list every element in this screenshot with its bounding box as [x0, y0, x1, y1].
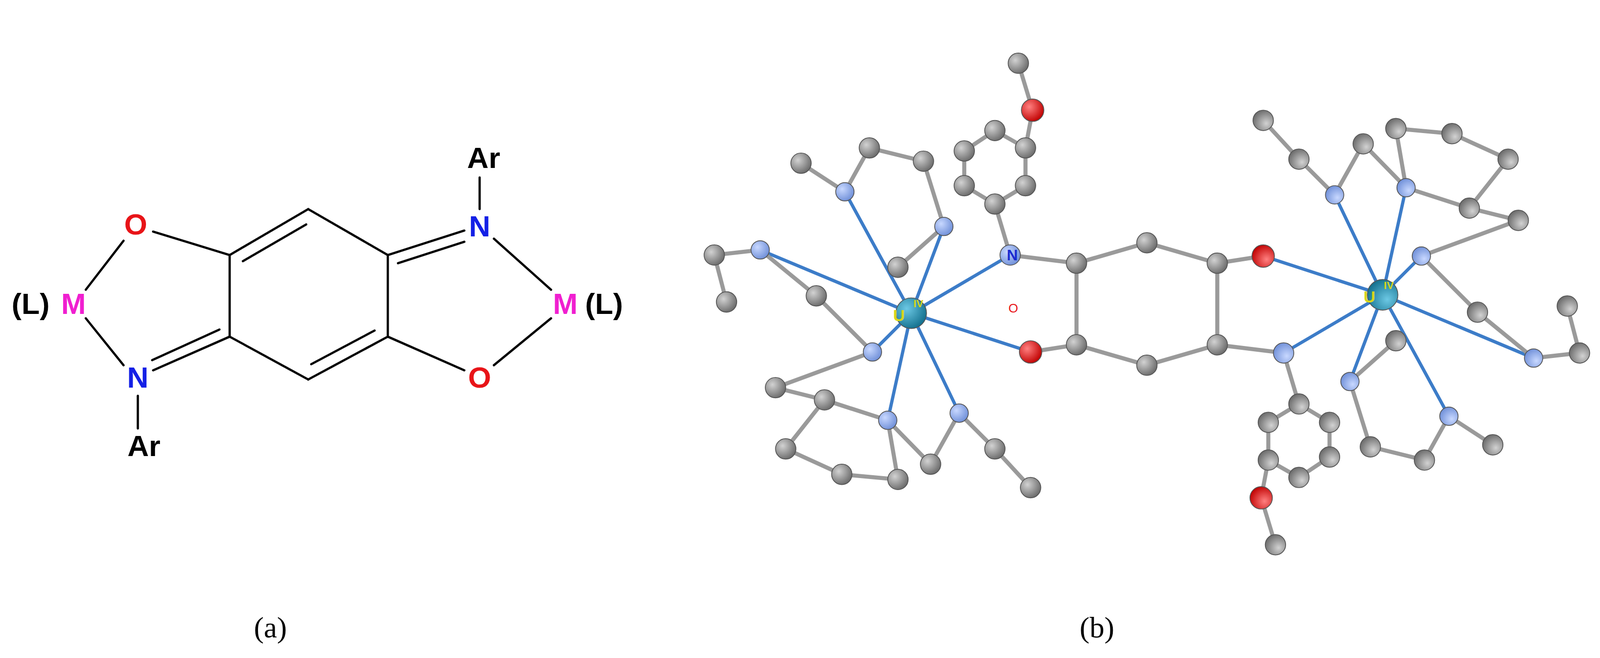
atom-ball [934, 217, 953, 236]
bond-line [911, 313, 1031, 352]
ligand-label: (L) [11, 289, 50, 319]
central-ring-bonds [1076, 242, 1218, 366]
bond-line [911, 255, 1011, 314]
figure-group [760, 191, 1031, 421]
atom-ball [920, 454, 941, 475]
atom-ball [805, 285, 827, 307]
ligand-label: (L) [585, 289, 624, 319]
atom-ball [1066, 253, 1087, 274]
atom-label: N [1006, 247, 1018, 263]
atom-ball [913, 151, 934, 172]
panel-label: (b) [1079, 612, 1115, 643]
atom-ball [984, 438, 1006, 460]
atom-ball [814, 389, 835, 411]
metal-label: M [61, 289, 87, 319]
metal-label: M [552, 289, 578, 319]
bond-line [152, 329, 220, 361]
bond-line [387, 230, 465, 256]
bond-line [308, 336, 388, 380]
atom-ball [1015, 175, 1036, 197]
atom-ball [775, 438, 796, 460]
oxidation-state: IV [913, 298, 924, 310]
atom-ball [704, 245, 725, 266]
bond-line [816, 295, 873, 352]
bond-line [136, 395, 140, 429]
bond-line [760, 249, 912, 314]
bond-line [153, 231, 230, 256]
central-ring-atoms [1066, 232, 1228, 376]
atom-ball [984, 120, 1006, 142]
atom-ball [953, 140, 975, 162]
atom-ball [950, 403, 969, 423]
atom-ball [878, 411, 897, 430]
atom-ball [1020, 477, 1041, 499]
atom-ball [1019, 340, 1042, 364]
atom-ball [1207, 253, 1228, 274]
bond-line [229, 209, 309, 256]
figure-group [714, 63, 1077, 488]
bond-line [1076, 345, 1147, 366]
atom-ball [1015, 137, 1036, 159]
bond-line [398, 241, 465, 264]
atom-ball [765, 377, 786, 399]
bond-line [1215, 263, 1220, 346]
atom-ball [1207, 334, 1228, 356]
atom-label: O [1008, 302, 1019, 315]
atom-ball [831, 464, 853, 485]
bond-line [85, 318, 124, 366]
uranium-complex-half [1217, 110, 1590, 555]
bond-line [1146, 345, 1218, 366]
bond-line [775, 351, 873, 388]
atom-ball [859, 137, 880, 159]
atom-label: O [468, 362, 492, 393]
oxidation-state: IV [1383, 280, 1394, 291]
panel-label: (a) [254, 612, 288, 643]
atom-label: N [126, 362, 149, 393]
atom-ball [750, 240, 770, 259]
bond-line [308, 209, 388, 256]
bond-line [1146, 242, 1218, 264]
bond-line [911, 313, 960, 414]
structure-bonds [85, 177, 551, 429]
bond-line [887, 313, 912, 421]
bond-line [387, 336, 465, 370]
atom-ball [1021, 99, 1044, 122]
atom-ball [984, 193, 1006, 215]
bond-line [493, 238, 551, 291]
bond-line [478, 177, 482, 210]
atom-ball [1136, 355, 1158, 376]
bond-line [229, 336, 309, 380]
bond-line [228, 255, 231, 337]
atom-label: N [469, 211, 491, 242]
bond-line [1074, 263, 1079, 346]
atom-ball [863, 342, 882, 361]
atom-ball [1136, 232, 1158, 254]
bond-line [844, 191, 912, 314]
substituent-label: Ar [127, 431, 161, 461]
atom-ball [1007, 53, 1029, 74]
metal-label: U [893, 307, 906, 324]
bond-line [493, 318, 551, 366]
atom-ball [999, 245, 1021, 266]
bond-line [1076, 242, 1147, 264]
atom-ball [790, 153, 812, 174]
atom-ball [716, 291, 738, 313]
atom-label: O [123, 209, 147, 240]
metal-label: U [1363, 288, 1376, 305]
uranium-complex-half [704, 53, 1077, 498]
bond-line [311, 330, 375, 365]
bond-line [85, 240, 124, 290]
atom-ball [953, 175, 975, 197]
bond-line [760, 249, 817, 296]
substituent-label: Ar [467, 143, 501, 173]
atom-ball [887, 257, 909, 278]
atom-ball [835, 182, 854, 202]
figure-group [704, 53, 1044, 498]
atom-ball [887, 469, 909, 491]
atom-ball [1066, 334, 1087, 356]
bond-line [386, 255, 390, 337]
bond-line [243, 224, 307, 262]
